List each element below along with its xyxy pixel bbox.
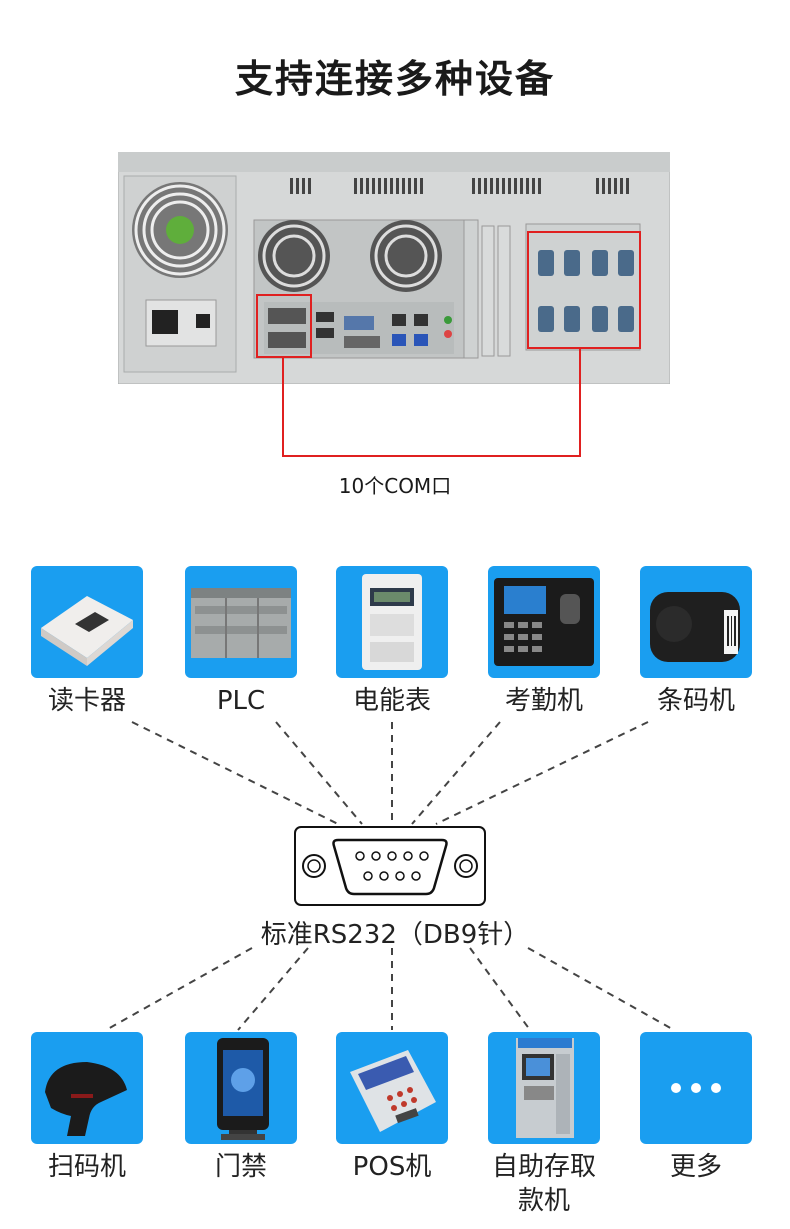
device-label-access-control: 门禁 bbox=[214, 1152, 267, 1182]
device-label-barcode-scanner: 扫码机 bbox=[47, 1152, 126, 1182]
plc-icon bbox=[191, 588, 291, 658]
db9-connector-icon bbox=[294, 826, 486, 906]
attendance-machine-icon bbox=[494, 578, 594, 666]
more-icon bbox=[640, 1032, 752, 1144]
device-tile-plc bbox=[185, 566, 297, 678]
device-tile-energy-meter bbox=[336, 566, 448, 678]
link-scanner bbox=[105, 947, 253, 1031]
link-plc bbox=[275, 721, 363, 825]
device-label-more: 更多 bbox=[669, 1152, 722, 1182]
link-barcode-printer bbox=[435, 721, 649, 825]
device-label-pos: POS机 bbox=[352, 1152, 432, 1182]
device-label-barcode-printer: 条码机 bbox=[656, 686, 735, 716]
rs232-connector-label: 标准RS232（DB9针） bbox=[260, 920, 530, 950]
barcode-scanner-icon bbox=[45, 1062, 127, 1136]
chassis-rear-panel bbox=[117, 151, 671, 385]
device-tile-barcode-scanner bbox=[31, 1032, 143, 1144]
access-control-icon bbox=[217, 1038, 269, 1140]
device-label-atm: 自助存取 款机 bbox=[491, 1152, 596, 1216]
device-tile-card-reader bbox=[31, 566, 143, 678]
device-tile-barcode-printer bbox=[640, 566, 752, 678]
card-reader-icon bbox=[41, 596, 133, 666]
link-access bbox=[237, 947, 309, 1031]
page-title: 支持连接多种设备 bbox=[234, 57, 555, 101]
chassis-illustration bbox=[117, 151, 671, 385]
barcode-printer-icon bbox=[650, 592, 740, 662]
link-attendance bbox=[411, 721, 501, 825]
link-atm bbox=[469, 947, 531, 1031]
link-card-reader bbox=[131, 721, 339, 825]
energy-meter-icon bbox=[362, 574, 422, 670]
device-label-card-reader: 读卡器 bbox=[47, 686, 126, 716]
pos-terminal-icon bbox=[350, 1050, 436, 1132]
device-tile-pos-terminal bbox=[336, 1032, 448, 1144]
device-tile-attendance bbox=[488, 566, 600, 678]
device-tile-atm bbox=[488, 1032, 600, 1144]
device-tile-access-control bbox=[185, 1032, 297, 1144]
device-label-energy-meter: 电能表 bbox=[352, 686, 431, 716]
device-label-attendance: 考勤机 bbox=[504, 686, 583, 716]
device-tile-more[interactable] bbox=[640, 1032, 752, 1144]
com-callout-bracket bbox=[282, 348, 581, 457]
com-port-count-label: 10个COM口 bbox=[338, 474, 452, 498]
device-label-plc: PLC bbox=[216, 686, 266, 716]
link-more bbox=[527, 947, 675, 1031]
atm-icon bbox=[516, 1038, 574, 1138]
